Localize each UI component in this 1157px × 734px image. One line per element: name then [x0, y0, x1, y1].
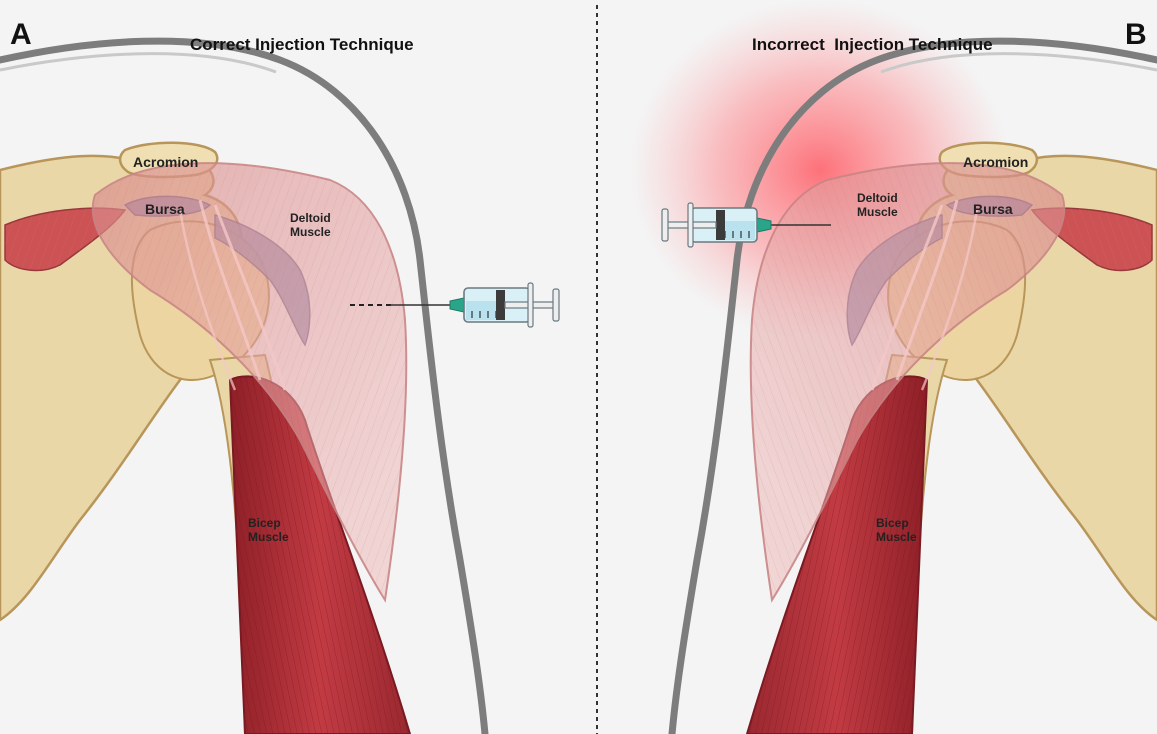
- label-deltoid-b-line2: Muscle: [857, 205, 898, 219]
- shoulder-anatomy-a: [0, 41, 485, 734]
- label-bicep-a-line1: Bicep: [248, 516, 281, 530]
- label-bicep-b-line1: Bicep: [876, 516, 909, 530]
- panel-letter-b: B: [1125, 18, 1147, 51]
- label-acromion-a: Acromion: [133, 154, 198, 170]
- label-acromion-b: Acromion: [963, 154, 1028, 170]
- label-bursa-b: Bursa: [973, 201, 1013, 217]
- label-deltoid-a-line1: Deltoid: [290, 211, 331, 225]
- label-bicep-a: Bicep Muscle: [248, 516, 289, 544]
- panel-a: A Correct Injection Technique Acromion B…: [0, 18, 559, 734]
- panel-title-a: Correct Injection Technique: [190, 35, 414, 54]
- label-bursa-a: Bursa: [145, 201, 185, 217]
- label-bicep-a-line2: Muscle: [248, 530, 289, 544]
- label-deltoid-a: Deltoid Muscle: [290, 211, 334, 239]
- syringe-icon: [390, 283, 559, 327]
- panel-letter-a: A: [10, 18, 32, 51]
- label-deltoid-b: Deltoid Muscle: [857, 191, 901, 219]
- label-deltoid-a-line2: Muscle: [290, 225, 331, 239]
- label-bicep-b-line2: Muscle: [876, 530, 917, 544]
- panel-title-b: Incorrect Injection Technique: [752, 35, 993, 54]
- label-deltoid-b-line1: Deltoid: [857, 191, 898, 205]
- panel-b: B Incorrect Injection Technique Acromion…: [630, 0, 1157, 734]
- label-bicep-b: Bicep Muscle: [876, 516, 917, 544]
